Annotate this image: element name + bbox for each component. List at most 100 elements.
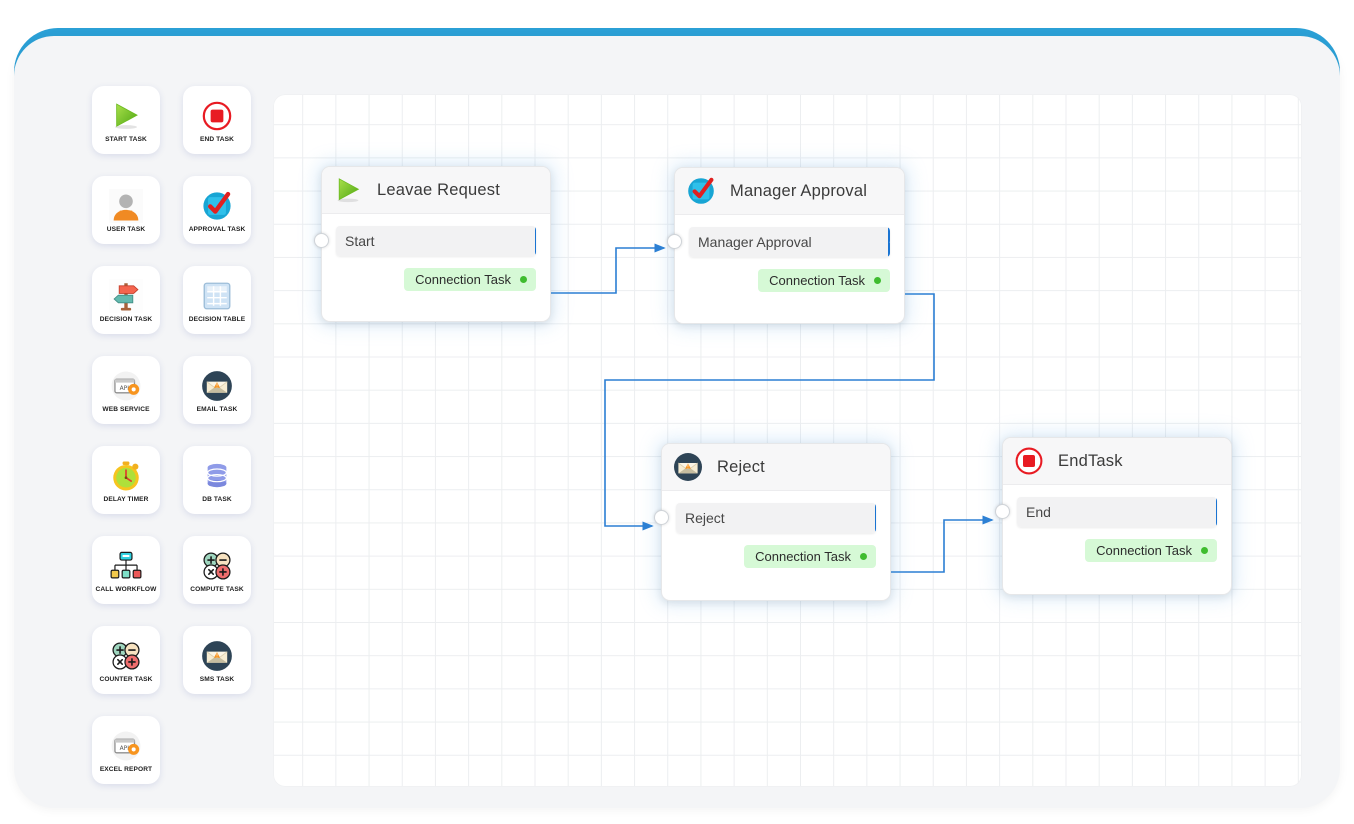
node-header: EndTask xyxy=(1003,438,1231,485)
node-header: Manager Approval xyxy=(675,168,904,215)
edge-leave-to-manager[interactable] xyxy=(551,243,666,294)
node-confirm-check-button[interactable] xyxy=(888,227,890,257)
email-envelope-icon: ! xyxy=(672,451,704,483)
counter-operators-icon xyxy=(109,639,143,673)
signpost-icon xyxy=(109,279,143,314)
svg-text:API: API xyxy=(120,385,130,392)
node-header: ! Reject xyxy=(662,444,890,491)
node-title: Reject xyxy=(717,457,765,476)
node-body: Connection Task xyxy=(322,214,550,303)
app-panel: START TASK END TASK USER TASK APPROVAL TASK… xyxy=(14,36,1340,808)
palette-item-db-task[interactable]: DB TASK xyxy=(183,446,251,514)
workflow-node-leave-request[interactable]: Leavae RequestConnection Task xyxy=(321,166,551,322)
edge-manager-to-reject[interactable] xyxy=(604,293,935,531)
svg-text:API: API xyxy=(120,745,130,752)
palette-item-decision-table[interactable]: DECISION TABLE xyxy=(183,266,251,334)
node-title: EndTask xyxy=(1058,451,1123,470)
palette-item-label: SMS TASK xyxy=(199,676,235,684)
connection-task-label: Connection Task xyxy=(755,549,851,564)
connection-status-dot[interactable] xyxy=(860,553,867,560)
play-triangle-icon xyxy=(332,174,364,206)
palette-item-label: CALL WORKFLOW xyxy=(95,586,157,594)
node-body: Connection Task xyxy=(675,215,904,304)
connection-task-label: Connection Task xyxy=(415,272,511,287)
palette-item-compute-task[interactable]: COMPUTE TASK xyxy=(183,536,251,604)
palette-item-label: END TASK xyxy=(199,136,234,144)
node-name-field[interactable] xyxy=(336,226,536,256)
palette-item-label: DECISION TABLE xyxy=(188,316,246,324)
stopwatch-icon xyxy=(109,459,143,493)
node-connection-row: Connection Task xyxy=(689,269,890,292)
api-gear-icon: API xyxy=(109,729,143,763)
node-header: Leavae Request xyxy=(322,167,550,214)
node-name-input[interactable] xyxy=(336,226,535,256)
palette-item-sms-task[interactable]: ! SMS TASK xyxy=(183,626,251,694)
node-title: Manager Approval xyxy=(730,181,868,200)
node-name-input[interactable] xyxy=(689,227,888,257)
node-input-port-manager-approval[interactable] xyxy=(667,233,682,249)
node-confirm-check-button[interactable] xyxy=(1216,497,1217,527)
palette-item-label: EMAIL TASK xyxy=(196,406,238,414)
compute-operators-icon xyxy=(200,549,234,583)
node-name-field[interactable] xyxy=(689,227,890,257)
connection-status-dot[interactable] xyxy=(520,276,527,283)
palette-item-approval-task[interactable]: APPROVAL TASK xyxy=(183,176,251,244)
api-gear-icon: API xyxy=(109,369,143,403)
table-grid-icon xyxy=(200,279,234,313)
node-input-port-leave-request[interactable] xyxy=(314,232,329,248)
node-confirm-check-button[interactable] xyxy=(875,503,876,533)
palette-item-label: DECISION TASK xyxy=(99,316,153,324)
connection-task-chip[interactable]: Connection Task xyxy=(1085,539,1217,562)
stop-circle-icon xyxy=(1013,445,1045,477)
palette-item-label: APPROVAL TASK xyxy=(188,226,246,234)
node-input-port-end-task[interactable] xyxy=(995,503,1010,519)
palette-item-delay-timer[interactable]: DELAY TIMER xyxy=(92,446,160,514)
palette-item-label: DB TASK xyxy=(202,496,232,504)
connection-task-chip[interactable]: Connection Task xyxy=(758,269,890,292)
edge-reject-to-end[interactable] xyxy=(891,515,994,573)
palette-item-call-workflow[interactable]: CALL WORKFLOW xyxy=(92,536,160,604)
svg-text:!: ! xyxy=(216,654,218,660)
connection-task-chip[interactable]: Connection Task xyxy=(404,268,536,291)
connection-task-label: Connection Task xyxy=(1096,543,1192,558)
node-confirm-check-button[interactable] xyxy=(535,226,536,256)
workflow-tree-icon xyxy=(109,549,143,583)
database-icon xyxy=(200,459,234,493)
palette-item-label: WEB SERVICE xyxy=(102,406,150,414)
task-palette: START TASK END TASK USER TASK APPROVAL TASK… xyxy=(92,86,257,784)
palette-item-label: USER TASK xyxy=(106,226,146,234)
palette-item-label: DELAY TIMER xyxy=(103,496,149,504)
node-name-input[interactable] xyxy=(1017,497,1216,527)
connection-status-dot[interactable] xyxy=(1201,547,1208,554)
palette-item-user-task[interactable]: USER TASK xyxy=(92,176,160,244)
node-body: Connection Task xyxy=(662,491,890,580)
palette-item-email-task[interactable]: ! EMAIL TASK xyxy=(183,356,251,424)
palette-item-decision-task[interactable]: DECISION TASK xyxy=(92,266,160,334)
node-name-field[interactable] xyxy=(1017,497,1217,527)
connection-edges-layer xyxy=(551,243,994,573)
workflow-node-end-task[interactable]: EndTaskConnection Task xyxy=(1002,437,1232,595)
connection-task-label: Connection Task xyxy=(769,273,865,288)
connection-status-dot[interactable] xyxy=(874,277,881,284)
node-input-port-reject[interactable] xyxy=(654,509,669,525)
palette-item-web-service[interactable]: API WEB SERVICE xyxy=(92,356,160,424)
user-avatar-icon xyxy=(109,189,143,224)
decorative-blue-frame: START TASK END TASK USER TASK APPROVAL TASK… xyxy=(14,28,1340,808)
connection-task-chip[interactable]: Connection Task xyxy=(744,545,876,568)
palette-item-counter-task[interactable]: COUNTER TASK xyxy=(92,626,160,694)
approval-check-icon xyxy=(200,189,234,223)
node-name-input[interactable] xyxy=(676,503,875,533)
sms-envelope-icon: ! xyxy=(200,639,234,673)
stop-circle-icon xyxy=(200,99,234,133)
node-name-field[interactable] xyxy=(676,503,876,533)
node-connection-row: Connection Task xyxy=(676,545,876,568)
palette-item-start-task[interactable]: START TASK xyxy=(92,86,160,154)
node-connection-row: Connection Task xyxy=(1017,539,1217,562)
email-envelope-icon: ! xyxy=(200,369,234,403)
palette-item-label: START TASK xyxy=(105,136,147,144)
palette-item-end-task[interactable]: END TASK xyxy=(183,86,251,154)
